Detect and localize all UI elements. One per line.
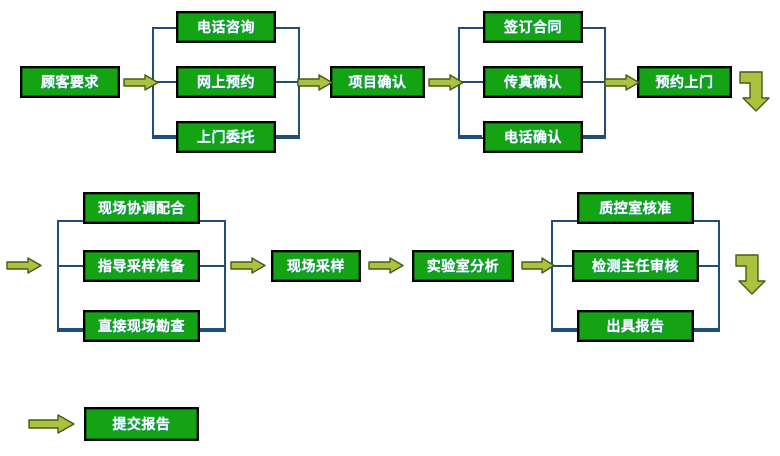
bracket-group6-right [200, 220, 226, 330]
node-fax-confirm[interactable]: 传真确认 [483, 66, 583, 98]
arrow-right-8 [368, 257, 404, 274]
arrow-turn-down-row1 [738, 65, 776, 113]
arrow-turn-down-row2 [734, 248, 772, 296]
node-online-booking[interactable]: 网上预约 [176, 66, 276, 98]
node-inspection-director-review[interactable]: 检测主任审核 [572, 250, 699, 282]
node-onsite-sampling[interactable]: 现场采样 [271, 250, 361, 282]
arrow-right-1 [123, 74, 159, 91]
arrow-right-4 [604, 74, 640, 91]
arrow-right-9 [521, 257, 555, 274]
arrow-right-3 [428, 74, 464, 91]
node-issue-report[interactable]: 出具报告 [577, 310, 694, 342]
node-project-confirm[interactable]: 项目确认 [330, 66, 425, 98]
node-sign-contract[interactable]: 签订合同 [483, 11, 583, 43]
node-customer-request[interactable]: 顾客要求 [20, 66, 120, 98]
arrow-right-7 [230, 257, 266, 274]
arrow-right-row3-entry [28, 414, 76, 434]
node-book-visit[interactable]: 预约上门 [637, 66, 732, 98]
node-lab-analysis[interactable]: 实验室分析 [412, 250, 514, 282]
node-qc-approval[interactable]: 质控室核准 [577, 192, 694, 224]
bracket-group6-left [57, 220, 83, 330]
node-direct-site-survey[interactable]: 直接现场勘查 [83, 310, 200, 342]
node-onsite-entrust[interactable]: 上门委托 [176, 121, 276, 153]
arrow-right-row2-entry [6, 257, 42, 274]
node-submit-report[interactable]: 提交报告 [84, 407, 199, 441]
arrow-right-2 [297, 74, 333, 91]
node-phone-consult[interactable]: 电话咨询 [176, 11, 276, 43]
node-onsite-coordination[interactable]: 现场协调配合 [83, 192, 200, 224]
node-guide-sampling-prep[interactable]: 指导采样准备 [83, 250, 200, 282]
node-phone-confirm[interactable]: 电话确认 [483, 121, 583, 153]
